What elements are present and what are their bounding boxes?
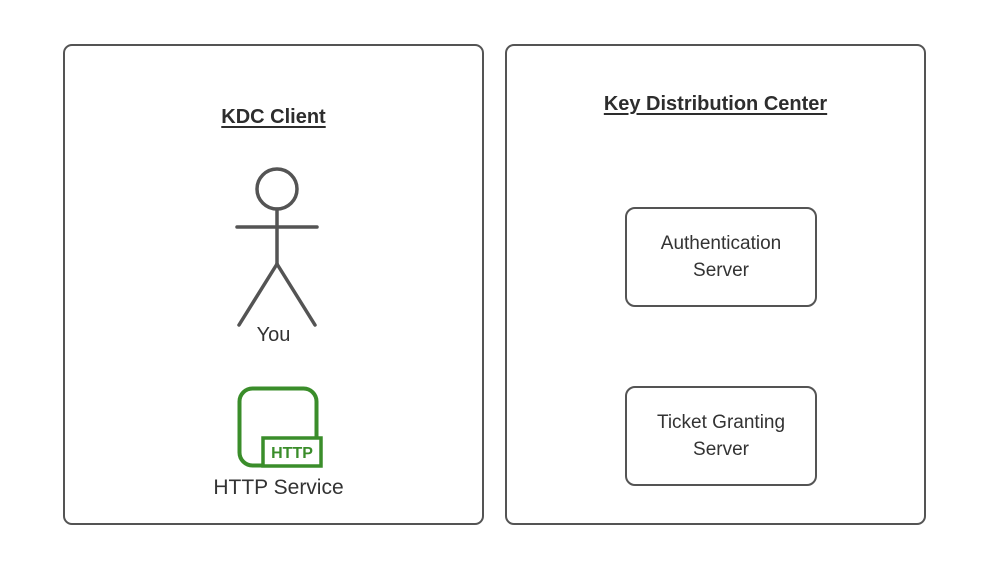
http-service-icon: HTTP xyxy=(237,386,323,468)
authentication-server-label: Authentication Server xyxy=(660,233,782,281)
http-badge-text: HTTP xyxy=(271,445,313,462)
kdc-client-panel: KDC Client You HTTP HTTP Service xyxy=(63,44,484,525)
ticket-granting-server-label: Ticket Granting Server xyxy=(656,412,786,460)
http-badge-box xyxy=(261,436,323,468)
ticket-granting-server-box: Ticket Granting Server xyxy=(625,386,817,486)
actor-head xyxy=(255,167,299,211)
actor-left-leg xyxy=(237,262,279,327)
key-distribution-center-title: Key Distribution Center xyxy=(603,93,828,115)
key-distribution-center-panel: Key Distribution Center Authentication S… xyxy=(505,44,926,525)
authentication-server-box: Authentication Server xyxy=(625,207,817,307)
http-service-label: HTTP Service xyxy=(213,476,344,499)
actor-right-leg xyxy=(275,262,317,327)
person-actor-icon xyxy=(235,167,319,327)
kdc-client-panel-title: KDC Client xyxy=(221,106,326,128)
actor-label: You xyxy=(256,324,291,346)
